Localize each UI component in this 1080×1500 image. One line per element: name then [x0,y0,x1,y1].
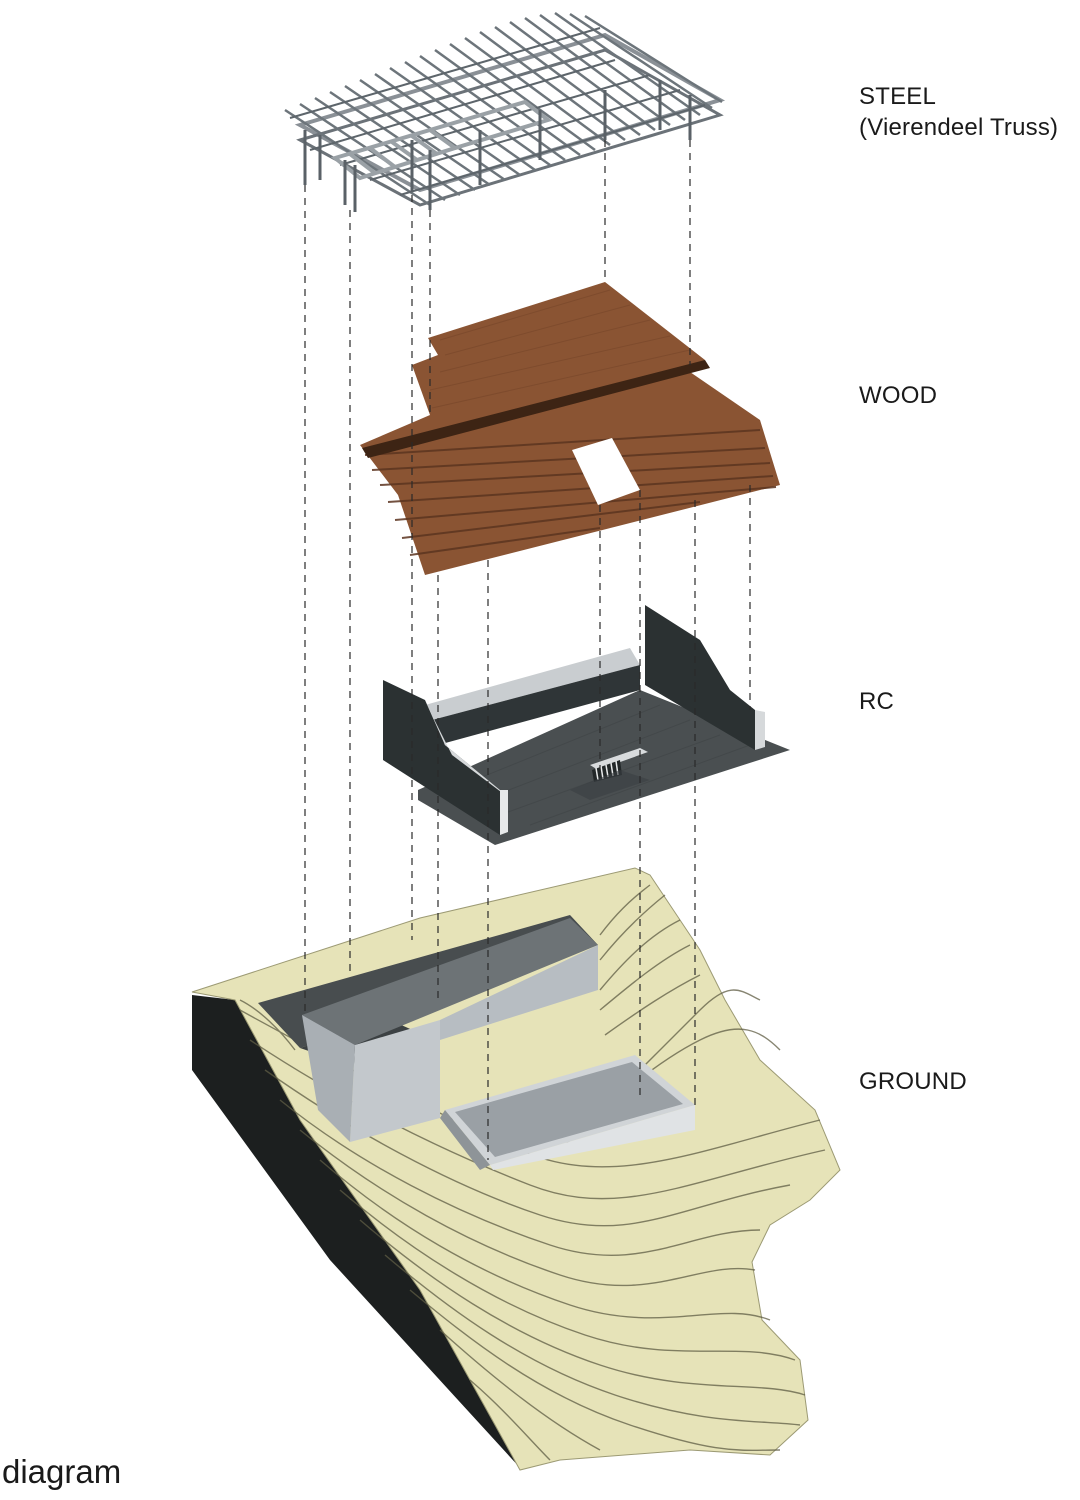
ground-label: GROUND [859,1068,967,1095]
diagram-caption: diagram [2,1453,122,1490]
steel-layer [284,11,726,212]
steel-label: STEEL (Vierendeel Truss) [859,81,1058,143]
wood-opening [572,438,640,505]
wood-label: WOOD [859,382,938,409]
ground-layer [191,867,841,1471]
wood-layer [360,282,780,575]
wood-deck [360,282,780,575]
foundation-block-top [302,918,598,1045]
steel-label-subtitle: (Vierendeel Truss) [859,114,1059,141]
wood-step-bands [364,429,777,556]
rc-label: RC [859,688,895,715]
steel-columns [303,80,692,212]
wood-groove [362,360,710,458]
terrain-side-face [192,995,522,1470]
rc-layer [383,605,790,845]
rc-wall-right [645,605,755,750]
steel-label-title: STEEL [859,83,937,110]
foundation-block-front [350,1020,440,1142]
projection-lines [304,140,751,1160]
ground-foundation [258,915,695,1170]
foundation-pit-interior [455,1062,683,1157]
